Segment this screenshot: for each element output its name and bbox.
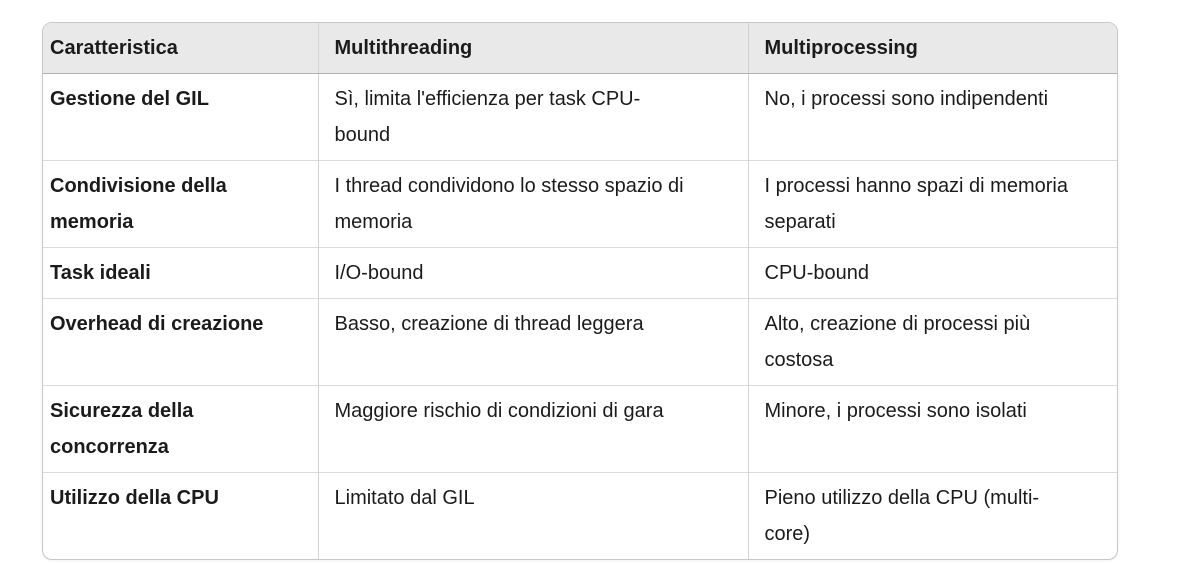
table-row: Task ideali I/O-bound CPU-bound <box>43 247 1117 299</box>
multithreading-cell: Limitato dal GIL <box>317 472 748 559</box>
multithreading-cell: Basso, creazione di thread leggera <box>317 298 748 386</box>
feature-cell: Gestione del GIL <box>50 88 209 110</box>
multithreading-cell: Sì, limita l'efficienza per task CPU-bou… <box>317 73 748 161</box>
multiprocessing-cell: Minore, i processi sono isolati <box>747 385 1117 473</box>
multithreading-cell: Maggiore rischio di condizioni di gara <box>317 385 748 473</box>
table-row: Condivisione della memoria I thread cond… <box>43 160 1117 248</box>
feature-cell: Utilizzo della CPU <box>43 472 318 559</box>
multiprocessing-cell: CPU-bound <box>747 247 1117 299</box>
feature-cell: Sicurezza della concorrenza <box>43 385 318 473</box>
feature-cell: Condivisione della memoria <box>43 160 318 248</box>
feature-cell: Overhead di creazione <box>43 298 318 386</box>
table-row: Overhead di creazione Basso, creazione d… <box>43 298 1117 386</box>
header-cell-multithreading: Multithreading <box>317 23 748 74</box>
table-row: Utilizzo della CPU Limitato dal GIL Pien… <box>43 472 1117 559</box>
feature-cell: Task ideali <box>43 247 318 299</box>
multiprocessing-cell: I processi hanno spazi di memoria separa… <box>747 160 1117 248</box>
header-cell-caratteristica: Caratteristica <box>43 23 318 74</box>
multiprocessing-cell: No, i processi sono indipendenti <box>747 73 1117 161</box>
comparison-table: Caratteristica Multithreading Multiproce… <box>43 23 1117 559</box>
comparison-table-card: Caratteristica Multithreading Multiproce… <box>42 22 1118 560</box>
multithreading-cell: I thread condividono lo stesso spazio di… <box>317 160 748 248</box>
multithreading-cell: I/O-bound <box>317 247 748 299</box>
header-cell-multiprocessing: Multiprocessing <box>747 23 1117 74</box>
table-header-row: Caratteristica Multithreading Multiproce… <box>43 23 1117 74</box>
table-row: Gestione del GIL Sì, limita l'efficienza… <box>43 73 1117 161</box>
multiprocessing-cell: Alto, creazione di processi più costosa <box>747 298 1117 386</box>
table-row: Sicurezza della concorrenza Maggiore ris… <box>43 385 1117 473</box>
multiprocessing-cell: Pieno utilizzo della CPU (multi-core) <box>747 472 1117 559</box>
